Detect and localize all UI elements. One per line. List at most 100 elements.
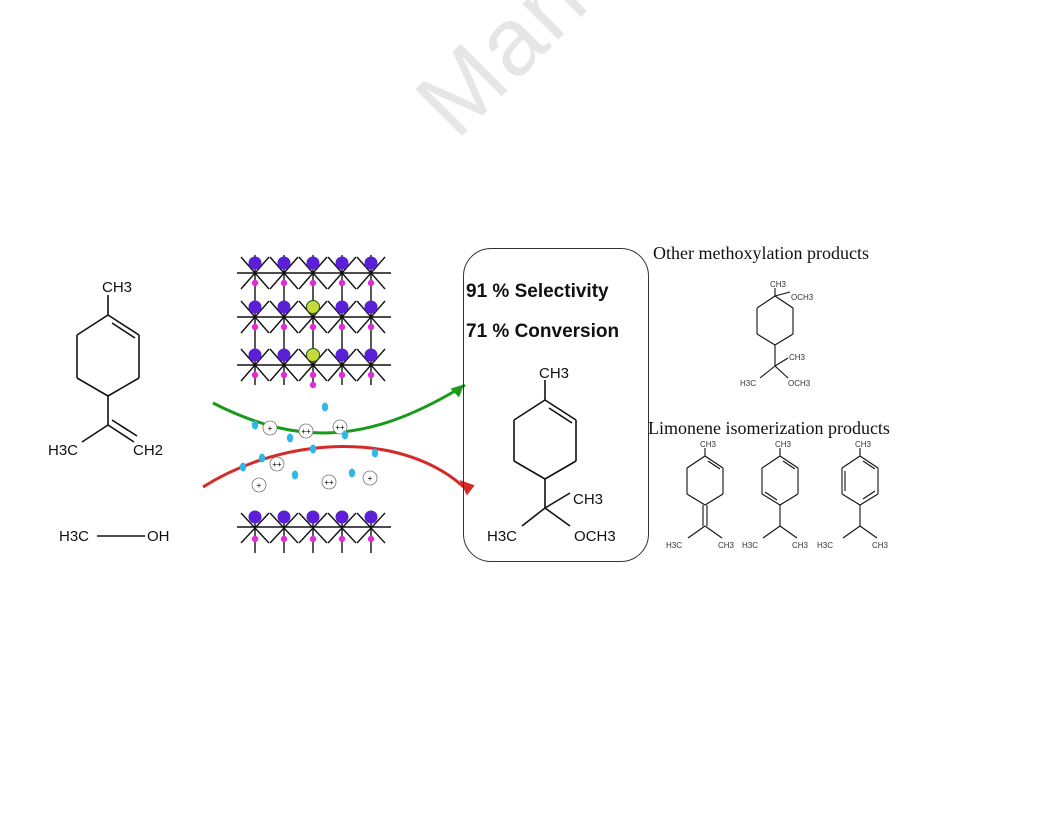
iso1-ch3-top: CH3 <box>700 440 717 449</box>
water-molecule <box>309 444 317 454</box>
methoxy-och3-top: OCH3 <box>791 293 814 302</box>
metal-atom <box>248 256 262 270</box>
iso1-ch3-bot: CH3 <box>718 541 735 550</box>
oxygen-atom <box>367 279 375 287</box>
svg-text:++: ++ <box>324 478 334 487</box>
iso1-h3c: H3C <box>666 541 682 550</box>
water-molecule <box>321 402 329 412</box>
oxygen-atom <box>280 323 288 331</box>
metal-atom <box>335 256 349 270</box>
oxygen-atom <box>338 323 346 331</box>
methoxy-och3-bot: OCH3 <box>788 379 811 388</box>
water-molecule <box>371 448 379 458</box>
oxygen-atom <box>338 535 346 543</box>
methanol-oh-label: OH <box>147 528 170 545</box>
oxygen-atom <box>251 323 259 331</box>
oxygen-atom <box>280 279 288 287</box>
svg-text:++: ++ <box>272 460 282 469</box>
oxygen-atom <box>280 535 288 543</box>
water-molecule <box>239 462 247 472</box>
iso2-ch3-bot: CH3 <box>792 541 809 550</box>
svg-text:+: + <box>368 474 373 483</box>
dopant-atom <box>306 348 320 362</box>
product-och3: OCH3 <box>574 528 616 545</box>
iso3-ch3-bot: CH3 <box>872 541 889 550</box>
terpinyl-methyl-ether-structure: CH3 CH3 H3C OCH3 <box>487 365 616 545</box>
svg-text:+: + <box>257 481 262 490</box>
watermark: Manuscript <box>395 0 819 158</box>
oxygen-atom <box>251 535 259 543</box>
interlayer-cation: ++ <box>321 474 337 490</box>
interlayer-cation: ++ <box>298 423 314 439</box>
water-molecule <box>286 433 294 443</box>
interlayer-cation: ++ <box>332 419 348 435</box>
iso2-ch3-top: CH3 <box>775 440 792 449</box>
iso3-h3c: H3C <box>817 541 833 550</box>
dopant-atom <box>306 300 320 314</box>
oxygen-atom <box>338 371 346 379</box>
metal-atom <box>277 510 291 524</box>
metal-atom <box>335 510 349 524</box>
metal-atom <box>364 510 378 524</box>
metal-atom <box>277 300 291 314</box>
methanol-structure: H3C OH <box>59 528 170 545</box>
interlayer-cation: + <box>262 420 278 436</box>
limonene-structure: CH3 H3C CH2 <box>48 279 163 459</box>
metal-atom <box>277 348 291 362</box>
ch3-label: CH3 <box>102 279 132 296</box>
metal-atom <box>364 256 378 270</box>
oxygen-atom <box>309 279 317 287</box>
metal-atom <box>335 348 349 362</box>
methoxy-ch3-top: CH3 <box>770 280 787 289</box>
oxygen-atom <box>338 279 346 287</box>
h3c-label: H3C <box>48 442 78 459</box>
water-molecule <box>258 453 266 463</box>
water-molecule <box>348 468 356 478</box>
water-molecule <box>291 470 299 480</box>
oxygen-atom <box>251 371 259 379</box>
oxygen-atom <box>280 371 288 379</box>
iso2-h3c: H3C <box>742 541 758 550</box>
selectivity-label: 91 % Selectivity <box>466 281 609 302</box>
water-molecule <box>341 430 349 440</box>
oxygen-atom <box>367 323 375 331</box>
metal-atom <box>306 256 320 270</box>
product-h3c: H3C <box>487 528 517 545</box>
oxygen-atom <box>309 371 317 379</box>
metal-atom <box>335 300 349 314</box>
layered-catalyst-diagram: +++++++++++ <box>202 255 475 553</box>
svg-text:++: ++ <box>301 427 311 436</box>
dimethoxy-product-structure: CH3 OCH3 CH3 H3C OCH3 <box>740 280 814 388</box>
interlayer-cation: ++ <box>269 456 285 472</box>
oxygen-atom <box>251 279 259 287</box>
iso3-ch3-top: CH3 <box>855 440 872 449</box>
conversion-label: 71 % Conversion <box>466 321 620 342</box>
methoxy-h3c: H3C <box>740 379 756 388</box>
isomerization-heading: Limonene isomerization products <box>648 418 890 438</box>
svg-text:++: ++ <box>335 423 345 432</box>
metal-atom <box>248 348 262 362</box>
red-arrow-path <box>202 445 469 492</box>
methanol-h3c-label: H3C <box>59 528 89 545</box>
oxygen-atom <box>367 535 375 543</box>
green-arrowhead <box>450 384 464 398</box>
ch2-label: CH2 <box>133 442 163 459</box>
isomerization-products-structures: CH3 CH3 CH3 H3C CH3 H3C CH3 H3C CH3 <box>666 440 889 550</box>
metal-atom <box>277 256 291 270</box>
product-box <box>463 248 649 562</box>
svg-text:+: + <box>268 424 273 433</box>
metal-atom <box>306 510 320 524</box>
metal-atom <box>364 300 378 314</box>
product-ch3-right: CH3 <box>573 491 603 508</box>
metal-atom <box>364 348 378 362</box>
methoxy-ch3-mid: CH3 <box>789 353 806 362</box>
interlayer-cation: + <box>362 470 378 486</box>
oxygen-atom <box>367 371 375 379</box>
oxygen-atom <box>309 535 317 543</box>
other-products-heading: Other methoxylation products <box>653 243 869 263</box>
metal-atom <box>248 510 262 524</box>
oxygen-atom <box>309 323 317 331</box>
oxygen-atom <box>309 381 317 389</box>
product-ch3-top: CH3 <box>539 365 569 382</box>
water-molecule <box>251 420 259 430</box>
